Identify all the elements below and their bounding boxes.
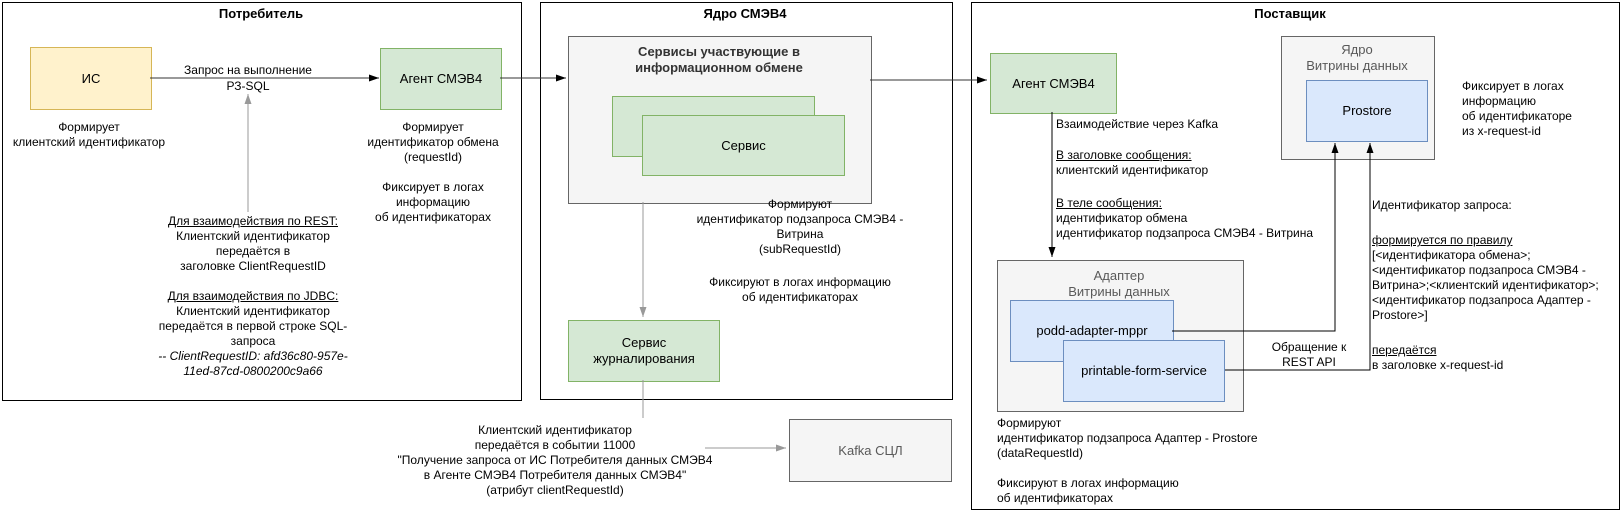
message-body-body: идентификатор обмена идентификатор подза…	[1056, 211, 1314, 240]
client-id-transfer-note: Для взаимодействия по REST: Клиентский и…	[138, 214, 368, 379]
provider-agent-node-label: Агент СМЭВ4	[1012, 75, 1095, 91]
journal-service-node-label: Сервис журналирования	[593, 335, 695, 366]
jdbc-note-example: -- ClientRequestID: afd36c80-957e- 11ed-…	[158, 349, 348, 378]
consumer-panel-title: Потребитель	[218, 6, 304, 21]
is-node-label: ИС	[81, 70, 101, 86]
consumer-agent-node-label: Агент СМЭВ4	[399, 71, 483, 86]
kafka-scl-node: Kafka СЦЛ	[789, 419, 952, 482]
passed-heading: передаётся	[1372, 343, 1437, 357]
adapter-logs-note: Фиксируют в логах информацию об идентифи…	[997, 476, 1179, 505]
provider-panel-title: Поставщик	[1254, 6, 1326, 21]
printable-form-service-node: printable-form-service	[1063, 340, 1225, 402]
prostore-logs-note: Фиксирует в логах информацию об идентифи…	[1462, 79, 1572, 138]
jdbc-note-body: Клиентский идентификатор передаётся в пе…	[158, 304, 348, 348]
printable-form-service-node-label: printable-form-service	[1081, 363, 1207, 378]
consumer-agent-logs-note: Фиксирует в логах информацию об идентифи…	[375, 180, 491, 224]
adapter-forms-note: Формируют идентификатор подзапроса Адапт…	[997, 416, 1258, 460]
prostore-node: Prostore	[1306, 80, 1428, 142]
service-node-label: Сервис	[721, 137, 766, 153]
rest-note-body: Клиентский идентификатор передаётся в за…	[176, 229, 330, 273]
service-node: Сервис	[642, 115, 845, 176]
rule-body: [<идентификатора обмена>; <идентификатор…	[1372, 248, 1599, 322]
core-logs-note: Фиксируют в логах информацию об идентифи…	[709, 275, 891, 304]
spacer	[138, 274, 368, 289]
kafka-interaction-note: Взаимодействие через Kafka	[1056, 117, 1219, 131]
is-note: Формирует клиентский идентификатор	[12, 120, 166, 149]
is-node: ИС	[30, 47, 152, 110]
rest-note-heading: Для взаимодействия по REST:	[167, 214, 339, 228]
request-arrow-label: Запрос на выполнение РЗ-SQL	[184, 63, 312, 93]
consumer-agent-forms-note: Формирует идентификатор обмена (requestI…	[367, 120, 499, 164]
request-id-heading: Идентификатор запроса:	[1372, 198, 1512, 212]
jdbc-note-heading: Для взаимодействия по JDBC:	[167, 289, 339, 303]
core-panel-title: Ядро СМЭВ4	[703, 6, 787, 21]
journal-service-node: Сервис журналирования	[568, 320, 720, 382]
rule-heading: формируется по правилу	[1372, 233, 1513, 247]
podd-adapter-node-label: podd-adapter-mppr	[1036, 323, 1148, 338]
consumer-agent-node: Агент СМЭВ4	[380, 48, 502, 110]
prostore-node-label: Prostore	[1342, 103, 1392, 118]
dv-core-group-title: Ядро Витрины данных	[1306, 42, 1408, 73]
passed-body: в заголовке x-request-id	[1372, 358, 1504, 372]
request-id-rule-note: Идентификатор запроса: формируется по пр…	[1372, 198, 1612, 373]
event-11000-note: Клиентский идентификатор передаётся в со…	[397, 423, 713, 497]
message-header-heading: В заголовке сообщения:	[1056, 148, 1192, 162]
services-group-title: Сервисы участвующие в информационном обм…	[635, 44, 803, 75]
message-header-note: В заголовке сообщения: клиентский иденти…	[1056, 148, 1208, 178]
kafka-scl-node-label: Kafka СЦЛ	[838, 442, 903, 458]
core-forms-note: Формируют идентификатор подзапроса СМЭВ4…	[696, 197, 904, 256]
rest-api-call-label: Обращение к REST API	[1271, 340, 1347, 369]
message-body-note: В теле сообщения: идентификатор обмена и…	[1056, 196, 1313, 241]
adapter-group-title: Адаптер Витрины данных	[1068, 268, 1170, 299]
message-body-heading: В теле сообщения:	[1056, 196, 1162, 210]
message-header-body: клиентский идентификатор	[1056, 163, 1209, 177]
provider-agent-node: Агент СМЭВ4	[990, 53, 1117, 114]
